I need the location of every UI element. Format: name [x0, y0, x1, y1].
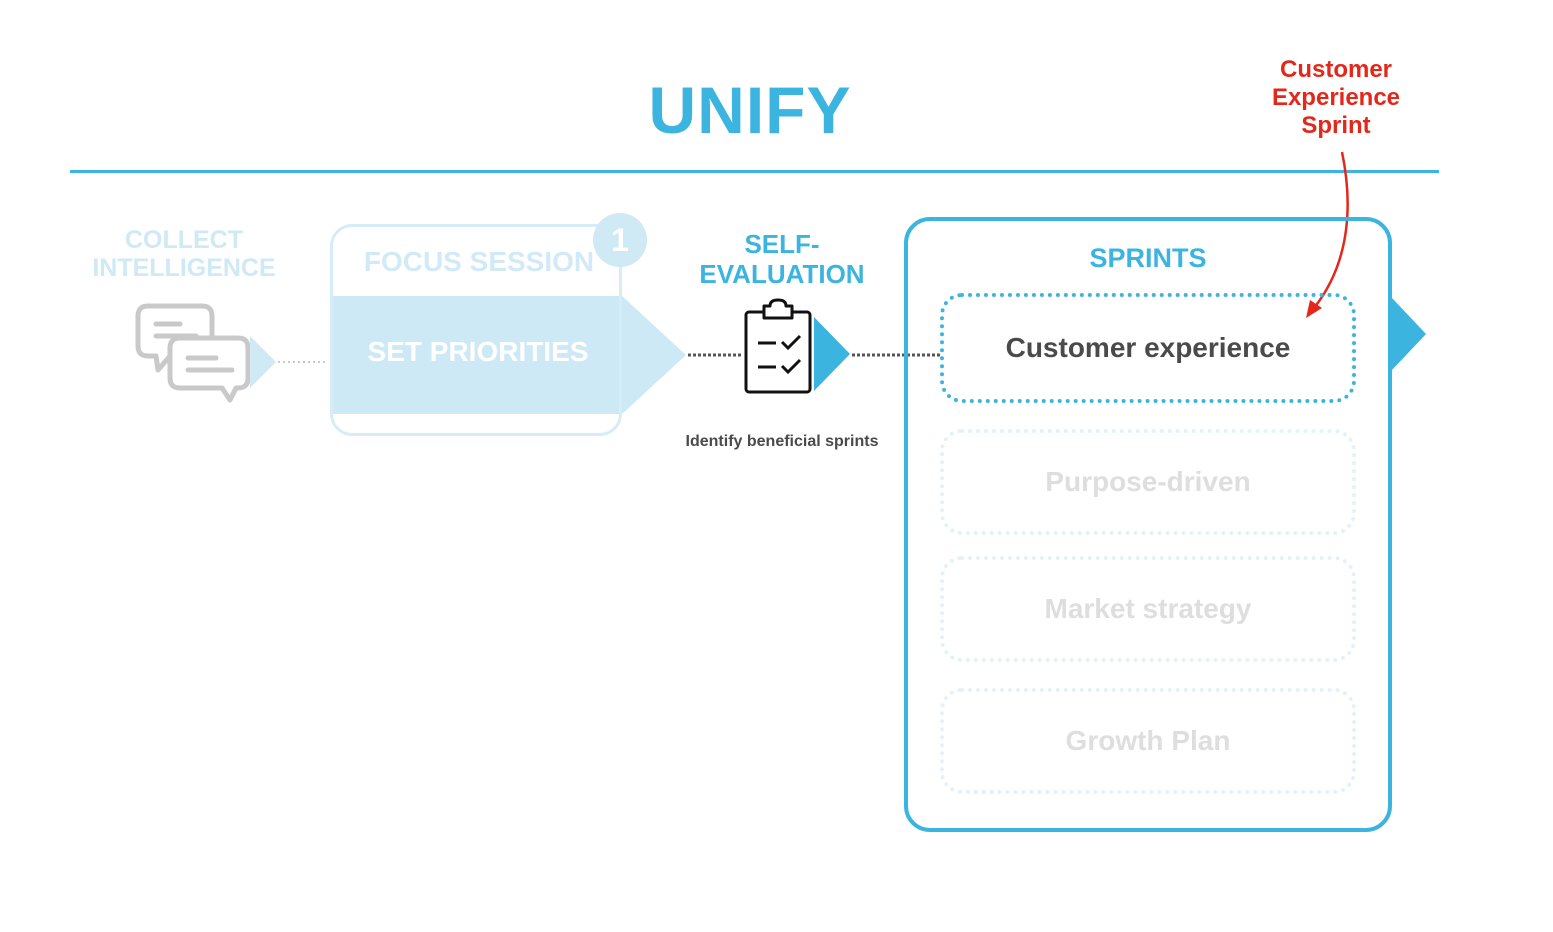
self-evaluation-label: SELF-EVALUATION — [699, 229, 865, 289]
sprints-arrow — [1392, 298, 1426, 370]
sprints-box — [904, 217, 1392, 832]
annotation-arrow — [1313, 151, 1349, 309]
sprints-label: SPRINTS — [1089, 243, 1207, 273]
focus-session-box — [330, 224, 622, 436]
step-number-badge: 1 — [593, 213, 647, 267]
sprint-item-growth-plan: Growth Plan — [940, 688, 1356, 794]
clipboard-checklist-icon — [742, 298, 814, 394]
diagram-title: UNIFY — [648, 73, 852, 147]
collect-intelligence-label: COLLECT INTELLIGENCE — [92, 226, 276, 282]
chat-bubbles-icon — [135, 303, 251, 403]
focus-session-label: FOCUS SESSION — [363, 246, 595, 277]
self-evaluation-caption: Identify beneficial sprints — [685, 433, 879, 450]
annotation-label: Customer Experience Sprint — [1271, 56, 1401, 139]
self-evaluation-arrow — [814, 317, 850, 391]
title-divider — [70, 170, 1439, 173]
sprint-item-customer-experience: Customer experience — [940, 293, 1356, 403]
annotation-arrowhead — [1306, 300, 1322, 318]
set-priorities-arrow — [332, 296, 686, 414]
collect-arrow — [250, 336, 276, 388]
sprint-item-purpose-driven: Purpose-driven — [940, 429, 1356, 535]
set-priorities-label: SET PRIORITIES — [367, 336, 589, 367]
sprint-item-market-strategy: Market strategy — [940, 556, 1356, 662]
